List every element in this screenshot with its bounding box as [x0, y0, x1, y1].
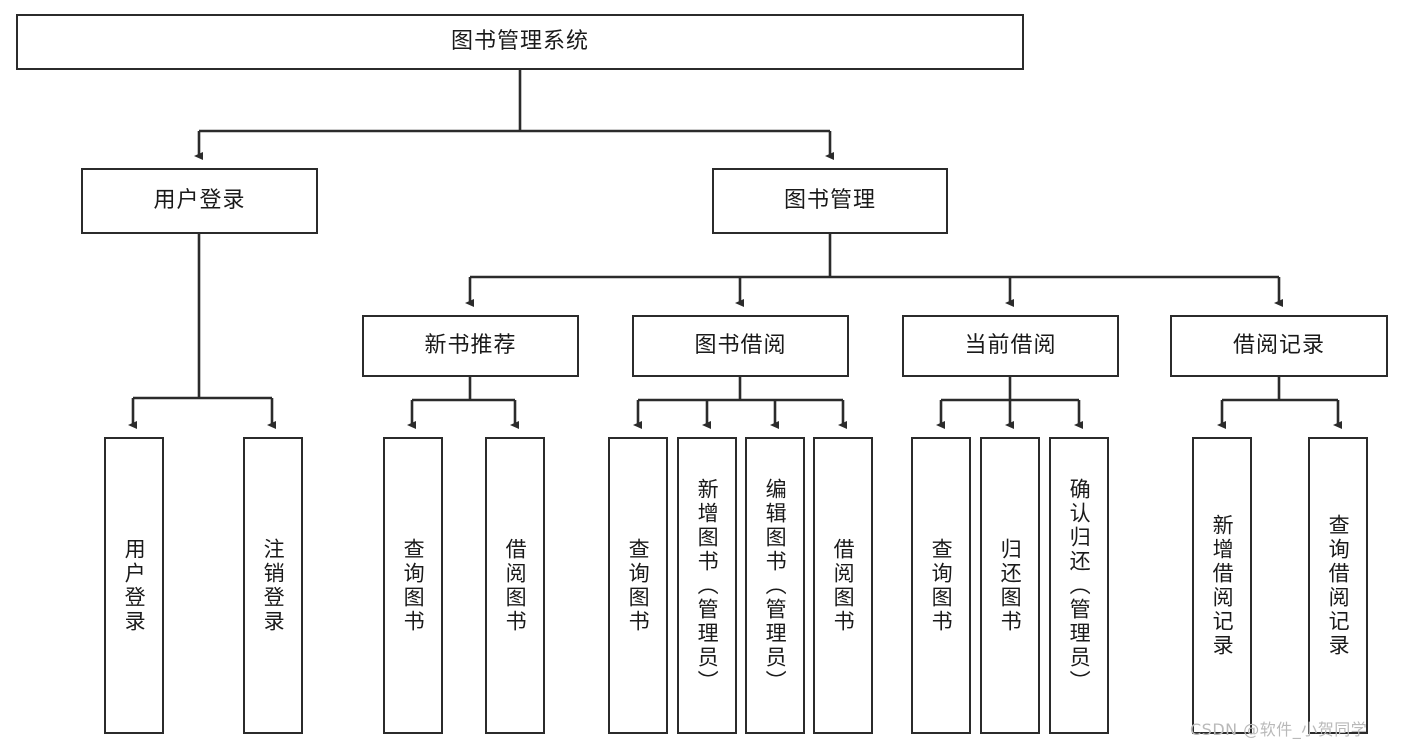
leaf-label: 借阅图书 — [831, 537, 856, 634]
node-borrow-records[interactable]: 借阅记录 — [1170, 315, 1388, 377]
leaf-label: 借阅图书 — [503, 537, 528, 634]
node-root-system[interactable]: 图书管理系统 — [16, 14, 1024, 70]
leaf-query-books-current[interactable]: 查询图书 — [911, 437, 971, 734]
leaf-label: 用户登录 — [122, 537, 147, 634]
node-new-book-recommendation[interactable]: 新书推荐 — [362, 315, 579, 377]
leaf-label: 编辑图书（管理员） — [763, 477, 788, 694]
leaf-edit-book-admin[interactable]: 编辑图书（管理员） — [745, 437, 805, 734]
node-user-login[interactable]: 用户登录 — [81, 168, 318, 234]
node-book-borrowing[interactable]: 图书借阅 — [632, 315, 849, 377]
leaf-label: 查询图书 — [401, 537, 426, 634]
leaf-return-books[interactable]: 归还图书 — [980, 437, 1040, 734]
leaf-borrow-books-borrowing[interactable]: 借阅图书 — [813, 437, 873, 734]
leaf-label: 归还图书 — [998, 537, 1023, 634]
leaf-label: 注销登录 — [261, 537, 286, 634]
leaf-confirm-return-admin[interactable]: 确认归还（管理员） — [1049, 437, 1109, 734]
leaf-label: 查询借阅记录 — [1326, 513, 1351, 658]
node-book-management[interactable]: 图书管理 — [712, 168, 948, 234]
leaf-add-book-admin[interactable]: 新增图书（管理员） — [677, 437, 737, 734]
leaf-label: 查询图书 — [929, 537, 954, 634]
leaf-user-login[interactable]: 用户登录 — [104, 437, 164, 734]
leaf-query-books-borrowing[interactable]: 查询图书 — [608, 437, 668, 734]
csdn-watermark: CSDN @软件_小贺同学 — [1190, 720, 1368, 739]
leaf-logout[interactable]: 注销登录 — [243, 437, 303, 734]
leaf-label: 新增图书（管理员） — [695, 477, 720, 694]
node-current-borrowing[interactable]: 当前借阅 — [902, 315, 1119, 377]
leaf-label: 确认归还（管理员） — [1067, 477, 1092, 694]
leaf-label: 查询图书 — [626, 537, 651, 634]
leaf-query-books-recommendation[interactable]: 查询图书 — [383, 437, 443, 734]
leaf-label: 新增借阅记录 — [1210, 513, 1235, 658]
leaf-query-borrow-record[interactable]: 查询借阅记录 — [1308, 437, 1368, 734]
leaf-borrow-books-recommendation[interactable]: 借阅图书 — [485, 437, 545, 734]
leaf-add-borrow-record[interactable]: 新增借阅记录 — [1192, 437, 1252, 734]
